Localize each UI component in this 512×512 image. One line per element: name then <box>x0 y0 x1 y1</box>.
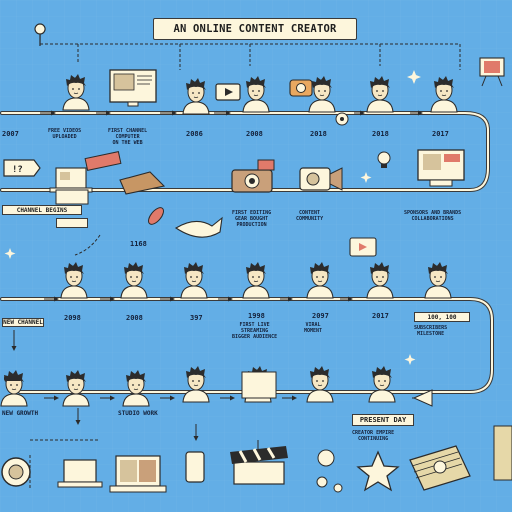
toolbox-icon <box>119 171 166 195</box>
monitor-icon <box>109 69 157 107</box>
creator-portrait <box>242 262 270 299</box>
year-label: 2008 <box>126 314 143 322</box>
year-label: 2086 <box>186 130 203 138</box>
subscriber-note: SUBSCRIBERS MILESTONE <box>414 325 448 337</box>
creator-portrait <box>182 78 210 115</box>
video-camera-icon <box>299 167 343 191</box>
play-button-icon <box>215 83 241 101</box>
row4-label: NEW GROWTH <box>2 410 39 417</box>
subscriber-box: 100, 100 <box>414 312 470 322</box>
star-icon <box>356 450 400 492</box>
small-tag <box>56 218 88 228</box>
present-day-note: CREATOR EMPIRE CONTINUING <box>352 430 395 442</box>
camera-icon <box>289 79 313 97</box>
title-banner: AN ONLINE CONTENT CREATOR <box>153 18 357 40</box>
diagram-title: AN ONLINE CONTENT CREATOR <box>173 23 337 35</box>
row4-label: STUDIO WORK <box>118 410 158 417</box>
milestone-note: FIRST EDITING GEAR BOUGHT PRODUCTION <box>232 210 272 228</box>
year-label: 2008 <box>246 130 263 138</box>
year-label: 1168 <box>130 240 147 248</box>
video-call-laptop-icon <box>109 455 167 493</box>
year-label: 2017 <box>372 312 389 320</box>
creator-portrait <box>180 262 208 299</box>
present-day-banner: PRESENT DAY <box>352 414 414 426</box>
year-label: 2017 <box>432 130 449 138</box>
milestone-note: FIRST LIVE STREAMING BIGGER AUDIENCE <box>232 322 278 340</box>
location-pin-icon <box>34 23 46 47</box>
creator-portrait <box>308 76 336 113</box>
laptop-icon <box>49 167 93 193</box>
year-label: 397 <box>190 314 203 322</box>
new-channel-tag: NEW CHANNEL <box>2 318 44 327</box>
milestone-note: FIRST CHANNEL COMPUTER ON THE WEB <box>108 128 148 146</box>
creator-portraits <box>0 74 458 407</box>
creator-portrait <box>306 366 334 403</box>
creator-portrait <box>306 262 334 299</box>
gear-icon <box>1 457 31 487</box>
year-label: 2018 <box>310 130 327 138</box>
lock-screen-icon <box>55 189 89 205</box>
camera-rig-icon <box>231 159 275 193</box>
milestone-note: SPONSORS AND BRANDS COLLABORATIONS <box>404 210 462 222</box>
creator-portrait <box>430 76 458 113</box>
speech-bubble-icon: !? <box>3 159 41 177</box>
laptop-screen-icon <box>57 459 103 488</box>
tape-roll-icon <box>84 151 122 171</box>
creator-portrait <box>366 262 394 299</box>
film-reel-icon <box>335 112 349 126</box>
year-label: 2098 <box>64 314 81 322</box>
milestone-note: CONTENT COMMUNITY <box>296 210 324 222</box>
creator-portrait <box>120 262 148 299</box>
leaf-icon <box>148 207 164 225</box>
speech-bubble-text: !? <box>12 165 23 175</box>
computer-setup-icon <box>417 149 465 187</box>
studio-easel-icon <box>479 57 505 87</box>
creator-portrait <box>62 74 90 111</box>
year-label: 2097 <box>312 312 329 320</box>
creator-portrait <box>60 262 88 299</box>
money-stack-icon <box>409 425 512 491</box>
sunglasses-avatar-icon <box>4 376 22 381</box>
sparkle-icons <box>4 70 421 365</box>
channel-begins-tag: CHANNEL BEGINS <box>2 205 82 215</box>
year-label: 1998 <box>248 312 265 320</box>
creator-portrait <box>122 370 150 407</box>
creator-portrait <box>424 262 452 299</box>
year-label: 2018 <box>372 130 389 138</box>
milestone-note: FREE VIDEOS UPLOADED <box>48 128 82 140</box>
coins-icon <box>316 449 343 493</box>
creator-portrait <box>62 370 90 407</box>
year-label: 2007 <box>2 130 19 138</box>
creator-portrait <box>242 76 270 113</box>
chart-board-icon <box>241 371 277 399</box>
fish-icon <box>174 216 223 238</box>
phone-icon <box>185 451 205 483</box>
lightbulb-icon <box>377 151 391 168</box>
clapperboard-icon <box>230 446 288 485</box>
creator-portrait <box>182 366 210 403</box>
creator-portrait <box>368 366 396 403</box>
video-card-icon <box>349 237 377 257</box>
milestone-note: VIRAL MOMENT <box>304 322 323 334</box>
creator-portrait <box>366 76 394 113</box>
arrow-right-icon <box>412 389 433 407</box>
